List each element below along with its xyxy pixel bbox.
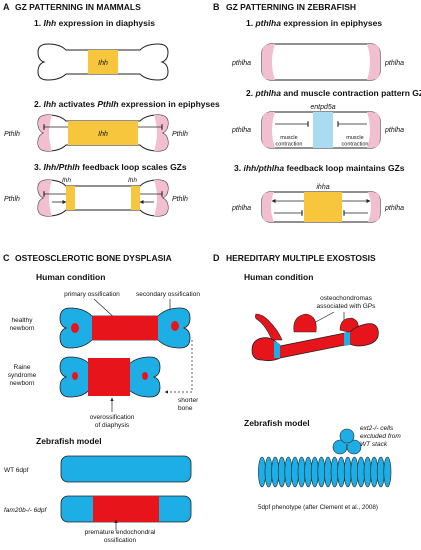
chondrocyte-cell	[271, 456, 280, 488]
fam20b-mutant-bone	[60, 495, 192, 523]
panel-a-step3-heading: 3. Ihh/Pthlh feedback loop scales GZs	[34, 162, 187, 172]
chondrocyte-cell	[350, 456, 359, 488]
ihha-label: ihha	[316, 184, 329, 191]
zebrafish-model-heading: Zebrafish model	[36, 436, 102, 446]
chondrocyte-cell	[291, 456, 299, 488]
hme-bone	[251, 313, 379, 362]
chondrocyte-cell	[357, 456, 365, 488]
chondrocyte-cell	[370, 456, 379, 488]
excluded-cell	[346, 439, 362, 455]
pthlha-right-label: pthlha	[384, 60, 404, 67]
pthlha-right-label: pthlha	[384, 205, 404, 212]
chondrocyte-cell	[277, 456, 286, 488]
panel-a-letter: A	[3, 2, 10, 12]
fish-bone-1	[261, 43, 381, 81]
human-condition-heading: Human condition	[244, 272, 313, 282]
chondrocyte-cell	[297, 456, 306, 488]
pthlh-left-label: Pthlh	[4, 131, 20, 138]
wt-6dpf-label: WT 6dpf	[4, 467, 29, 474]
primary-ossification-label: primary ossification	[64, 291, 120, 298]
panel-c-letter: C	[3, 253, 10, 263]
mammal-bone-3	[37, 179, 169, 217]
panel-a-step1-heading: 1. Ihh expression in diaphysis	[34, 18, 155, 28]
chondrocyte-cell	[258, 456, 266, 488]
pthlh-right-label: Pthlh	[172, 131, 188, 138]
panel-b-title: GZ PATTERNING IN ZEBRAFISH	[226, 2, 356, 12]
chondrocyte-cell	[324, 456, 332, 488]
panel-c-title: OSTEOSCLEROTIC BONE DYSPLASIA	[15, 253, 172, 263]
bone-label: Ihh	[98, 131, 108, 138]
excluded-cell	[339, 428, 355, 444]
panel-b-letter: B	[213, 2, 220, 12]
healthy-newborn-bone	[59, 307, 191, 349]
panel-b-step2-heading: 2. pthlha and muscle contraction pattern…	[246, 88, 421, 98]
chondrocyte-stack	[258, 456, 392, 488]
excluded-cells	[332, 428, 362, 455]
chondrocyte-cell	[304, 456, 313, 488]
chondrocyte-cell	[264, 456, 273, 488]
bone-label: Ihh	[98, 60, 108, 67]
chondrocyte-cell	[343, 456, 352, 488]
chondrocyte-cell	[330, 456, 339, 488]
human-condition-heading: Human condition	[36, 272, 105, 282]
panel-d-letter: D	[213, 253, 220, 263]
fish-bone-3	[261, 191, 381, 223]
panel-c: C OSTEOSCLEROTIC BONE DYSPLASIA Human co…	[3, 253, 200, 544]
pthlh-left-label: Pthlh	[4, 196, 20, 203]
panel-a-step2-heading: 2. Ihh activates Pthlh expression in epi…	[34, 99, 220, 109]
raine-syndrome-bone	[59, 356, 161, 398]
panel-a: A GZ PATTERNING IN MAMMALS 1. Ihh expres…	[3, 2, 220, 217]
chondrocyte-cell	[310, 456, 319, 488]
mammal-bone-1: Ihh	[37, 43, 169, 81]
entpd5a-label: entpd5a	[310, 104, 335, 111]
ihh-zone	[88, 50, 118, 74]
panel-d: D HEREDITARY MULTIPLE EXOSTOSIS Human co…	[213, 253, 401, 511]
chondrocyte-cell	[383, 456, 392, 488]
panel-b: B GZ PATTERNING IN ZEBRAFISH 1. pthlha e…	[213, 2, 421, 223]
panel-d-title: HEREDITARY MULTIPLE EXOSTOSIS	[226, 253, 376, 263]
pthlha-left-label: pthlha	[231, 127, 251, 134]
ihh-inner-right: Ihh	[128, 177, 137, 184]
secondary-ossification-label: secondary ossification	[136, 291, 200, 298]
panel-b-step1-heading: 1. pthlha expression in epiphyses	[246, 18, 382, 28]
pthlha-left-label: pthlha	[231, 205, 251, 212]
wt-6dpf-bone	[60, 455, 192, 483]
pthlha-left-label: pthlha	[231, 60, 251, 67]
chondrocyte-cell	[337, 456, 346, 488]
mammal-bone-2: Ihh	[37, 114, 169, 152]
zebrafish-model-heading: Zebrafish model	[244, 418, 310, 428]
pthlha-right-label: pthlha	[384, 127, 404, 134]
fish-bone-2	[261, 111, 381, 149]
chondrocyte-cell	[284, 456, 293, 488]
chondrocyte-cell	[317, 456, 326, 488]
chondrocyte-cell	[376, 456, 385, 488]
chondrocyte-cell	[363, 456, 372, 488]
pthlh-right-label: Pthlh	[172, 196, 188, 203]
phenotype-label: 5dpf phenotype (after Clement et al., 20…	[258, 504, 378, 511]
panel-a-title: GZ PATTERNING IN MAMMALS	[15, 2, 141, 12]
fam20b-mutant-label: fam20b-/- 6dpf	[4, 507, 47, 514]
panel-b-step3-heading: 3. ihh/pthlha feedback loop maintains GZ…	[234, 163, 405, 173]
ihh-inner-left: Ihh	[62, 177, 71, 184]
